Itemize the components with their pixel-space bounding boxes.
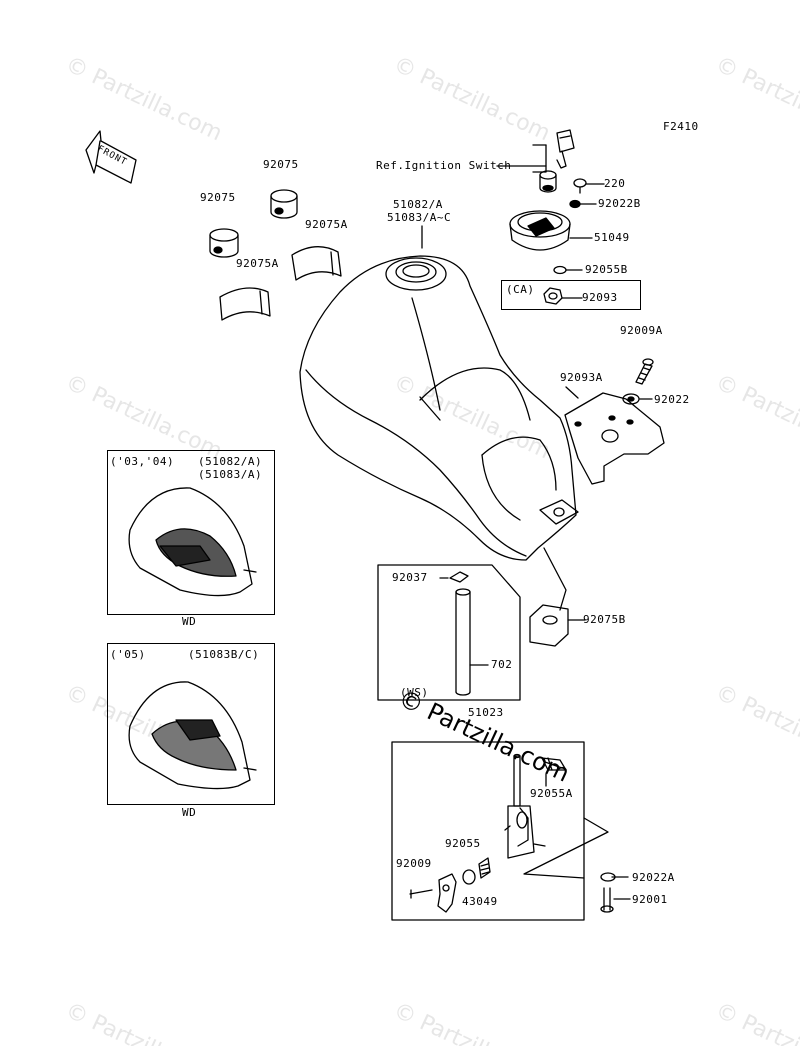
hose-box [377, 564, 521, 701]
part-label: 702 [491, 658, 513, 671]
cushion-92075-upper [270, 189, 298, 219]
part-label: 51082/A [393, 198, 443, 211]
screw-220 [573, 178, 587, 194]
fuel-tank [299, 255, 579, 561]
inset-box-03-04 [107, 450, 275, 615]
figure-code: F2410 [663, 120, 699, 133]
hose-702 [455, 588, 471, 696]
part-label: 92093 [582, 291, 618, 304]
fuel-cap-51049 [509, 210, 571, 251]
part-label: 92022A [632, 871, 675, 884]
cushion-92075B [529, 604, 586, 647]
part-label: 92009A [620, 324, 663, 337]
cushion-92075A-upper [291, 246, 342, 281]
inset1-caption: WD [182, 615, 197, 628]
part-label: 92075A [236, 257, 279, 270]
part-label: 92022 [654, 393, 690, 406]
lever-92009 [409, 873, 457, 913]
ca-box [501, 280, 641, 310]
part-label: 92055 [445, 837, 481, 850]
ignition-key-icon [556, 129, 575, 169]
part-label: 92093A [560, 371, 603, 384]
clip-92037 [439, 571, 469, 583]
part-label: 220 [604, 177, 626, 190]
part-label: 92075B [583, 613, 626, 626]
ignition-switch-icon [539, 170, 557, 193]
part-label: 92022B [598, 197, 641, 210]
oring-92055B [553, 265, 567, 275]
inset-box-05 [107, 643, 275, 805]
part-label: 92075 [200, 191, 236, 204]
ws-label: (WS) [400, 686, 429, 699]
part-label: 51083/A~C [387, 211, 452, 224]
petcock-leader [523, 817, 609, 879]
part-label: 92001 [632, 893, 668, 906]
inset1-part-b: (51083/A) [198, 468, 263, 481]
inset1-part-a: (51082/A) [198, 455, 263, 468]
part-label: 92075 [263, 158, 299, 171]
petcock-box [391, 741, 585, 921]
ref-ignition-switch-label: Ref.Ignition Switch [376, 159, 512, 172]
part-label: 92037 [392, 571, 428, 584]
inset2-tank-graphic [128, 681, 257, 790]
ca-label: (CA) [506, 283, 535, 296]
part-label: 43049 [462, 895, 498, 908]
oring-92055 [462, 869, 476, 885]
part-label: 92055B [585, 263, 628, 276]
inset2-caption: WD [182, 806, 197, 819]
screen-92055A [541, 757, 567, 787]
bolt-92001 [600, 887, 631, 913]
part-label: 51023 [468, 706, 504, 719]
gasket-43049 [478, 857, 491, 879]
part-label: 92009 [396, 857, 432, 870]
inset1-years: ('03,'04) [110, 455, 175, 468]
bolt-92009A [635, 358, 654, 385]
nut-92093 [543, 287, 563, 305]
inset2-years: ('05) [110, 648, 146, 661]
part-label: 92075A [305, 218, 348, 231]
front-arrow-icon [85, 130, 137, 184]
cushion-92075-lower [209, 228, 239, 258]
washer-92022B [569, 199, 581, 209]
part-label: 92055A [530, 787, 573, 800]
inset2-part-a: (51083B/C) [188, 648, 260, 661]
fuel-petcock [504, 753, 546, 859]
inset1-tank-graphic [128, 487, 257, 597]
bracket-92093A [564, 392, 665, 485]
cushion-92075A-lower [219, 287, 271, 321]
part-label: 51049 [594, 231, 630, 244]
washer-92022 [622, 393, 640, 405]
